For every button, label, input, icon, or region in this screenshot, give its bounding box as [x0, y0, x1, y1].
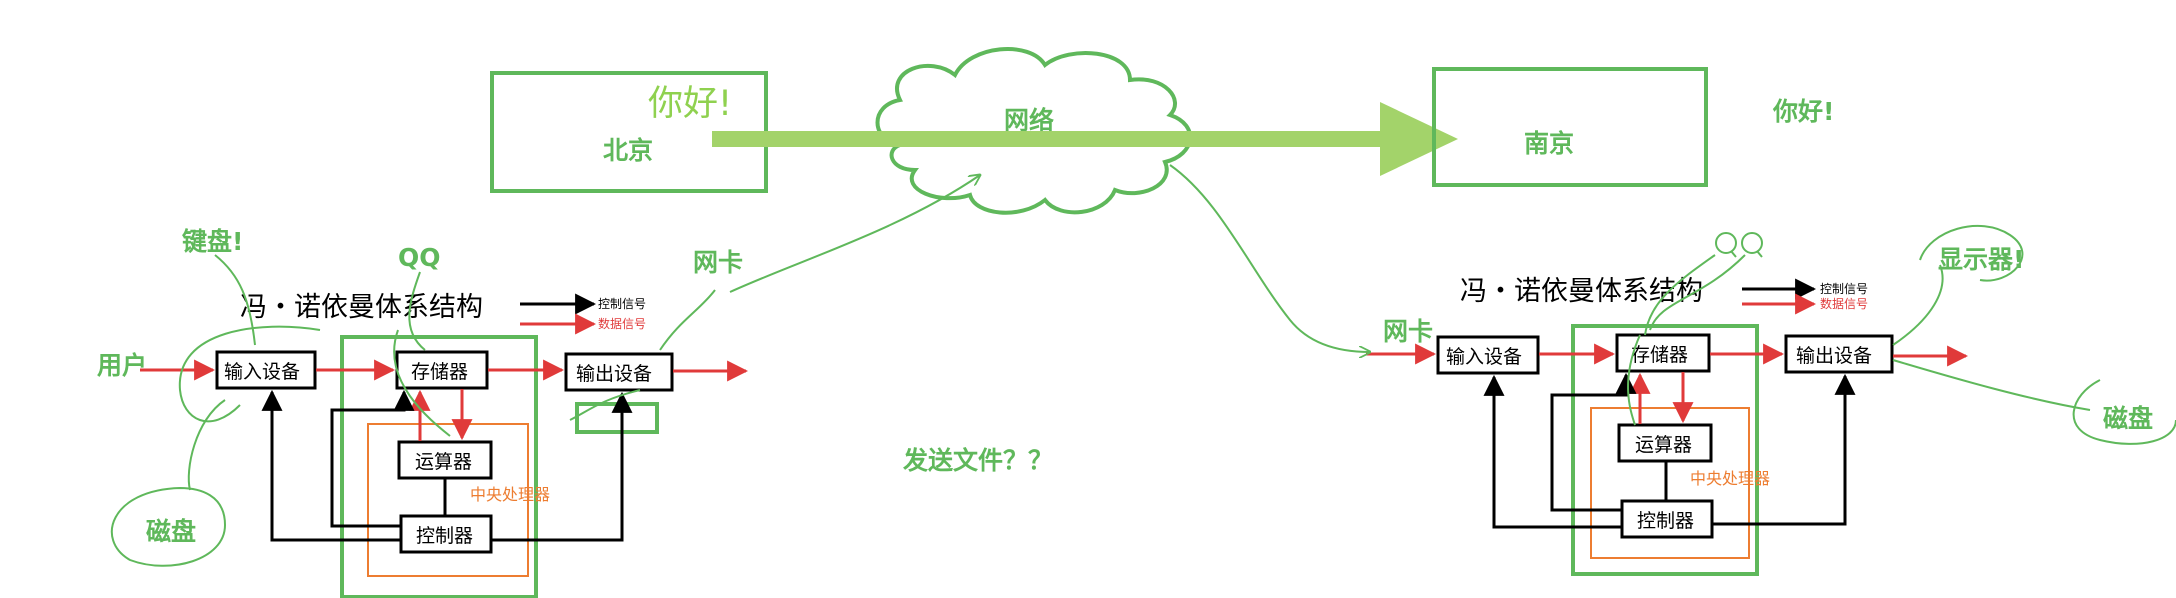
note-nic-left: 网卡 [693, 248, 743, 277]
control-arrow-ctrl-input-left [261, 389, 400, 542]
alu-box-right [1617, 423, 1713, 463]
hand-strokes-right [1169, 164, 2176, 445]
output-device-label-left: 输出设备 [576, 363, 652, 385]
input-device-label-right: 输入设备 [1446, 346, 1522, 368]
alu-label-right: 运算器 [1635, 434, 1692, 456]
cpu-region-left [340, 335, 538, 598]
controller-label-right: 控制器 [1637, 510, 1694, 532]
legend-data-label-right: 数据信号 [1820, 296, 1868, 311]
legend-data-label-left: 数据信号 [598, 316, 646, 331]
control-arrow-ctrl-storage-right [1550, 372, 1637, 512]
storage-label-right: 存储器 [1631, 344, 1688, 366]
network-cloud [875, 47, 1192, 215]
controller-box-right [1620, 499, 1714, 539]
von-neumann-right: 冯・诺依曼体系结构 控制信号 数据信号 中央处理器 输入设备 存储器 输出设备 … [1169, 164, 2176, 576]
cpu-box-right [1590, 407, 1750, 559]
output-device-box-left [564, 352, 674, 392]
input-device-box-left [215, 350, 317, 390]
input-device-box-right [1436, 335, 1540, 375]
note-nic-right: 网卡 [1383, 317, 1433, 346]
legend-control-label-right: 控制信号 [1820, 282, 1868, 296]
input-device-label-left: 输入设备 [224, 361, 300, 383]
cpu-box-left [367, 423, 529, 577]
control-arrow-ctrl-input-right [1483, 374, 1621, 529]
cpu-label-left: 中央处理器 [470, 485, 550, 504]
beijing-label: 北京 [603, 136, 653, 165]
send-file-question: 发送文件？？ [902, 446, 1053, 475]
nanjing-box [1432, 67, 1708, 187]
legend-control-label-left: 控制信号 [598, 297, 646, 311]
title-left: 冯・诺依曼体系结构 [240, 292, 483, 323]
network-section: 北京 你好! 网络 南京 你好! [490, 47, 1834, 215]
cpu-region-right [1571, 324, 1759, 576]
note-disk-right: 磁盘 [2103, 404, 2153, 433]
von-neumann-left: 冯・诺依曼体系结构 控制信号 数据信号 中央处理器 输入设备 存储器 输出设备 … [97, 175, 980, 598]
alu-label-left: 运算器 [415, 451, 472, 473]
storage-label-left: 存储器 [411, 361, 468, 383]
controller-label-left: 控制器 [416, 525, 473, 547]
cpu-label-right: 中央处理器 [1690, 469, 1770, 488]
note-user: 用户 [97, 351, 147, 380]
hand-strokes-left [111, 175, 980, 567]
control-arrow-ctrl-output-right [1713, 373, 1856, 526]
control-arrow-ctrl-storage-left [330, 389, 415, 528]
network-cloud-label: 网络 [1004, 106, 1054, 135]
title-right: 冯・诺依曼体系结构 [1460, 276, 1703, 307]
output-highlight-left [575, 402, 659, 434]
note-qq-left: QQ [398, 243, 441, 272]
alu-box-left [397, 440, 493, 480]
hello-left-label: 你好! [648, 84, 732, 124]
note-qq-right [1715, 232, 1763, 258]
hello-right-label: 你好! [1772, 97, 1834, 126]
note-disk-left: 磁盘 [146, 517, 196, 546]
note-display: 显示器! [1938, 245, 2024, 274]
note-keyboard: 键盘! [182, 227, 243, 256]
output-device-box-right [1784, 334, 1894, 374]
send-arrow [712, 102, 1458, 176]
control-arrow-ctrl-output-left [492, 391, 633, 542]
output-device-label-right: 输出设备 [1796, 345, 1872, 367]
nanjing-label: 南京 [1524, 129, 1574, 158]
